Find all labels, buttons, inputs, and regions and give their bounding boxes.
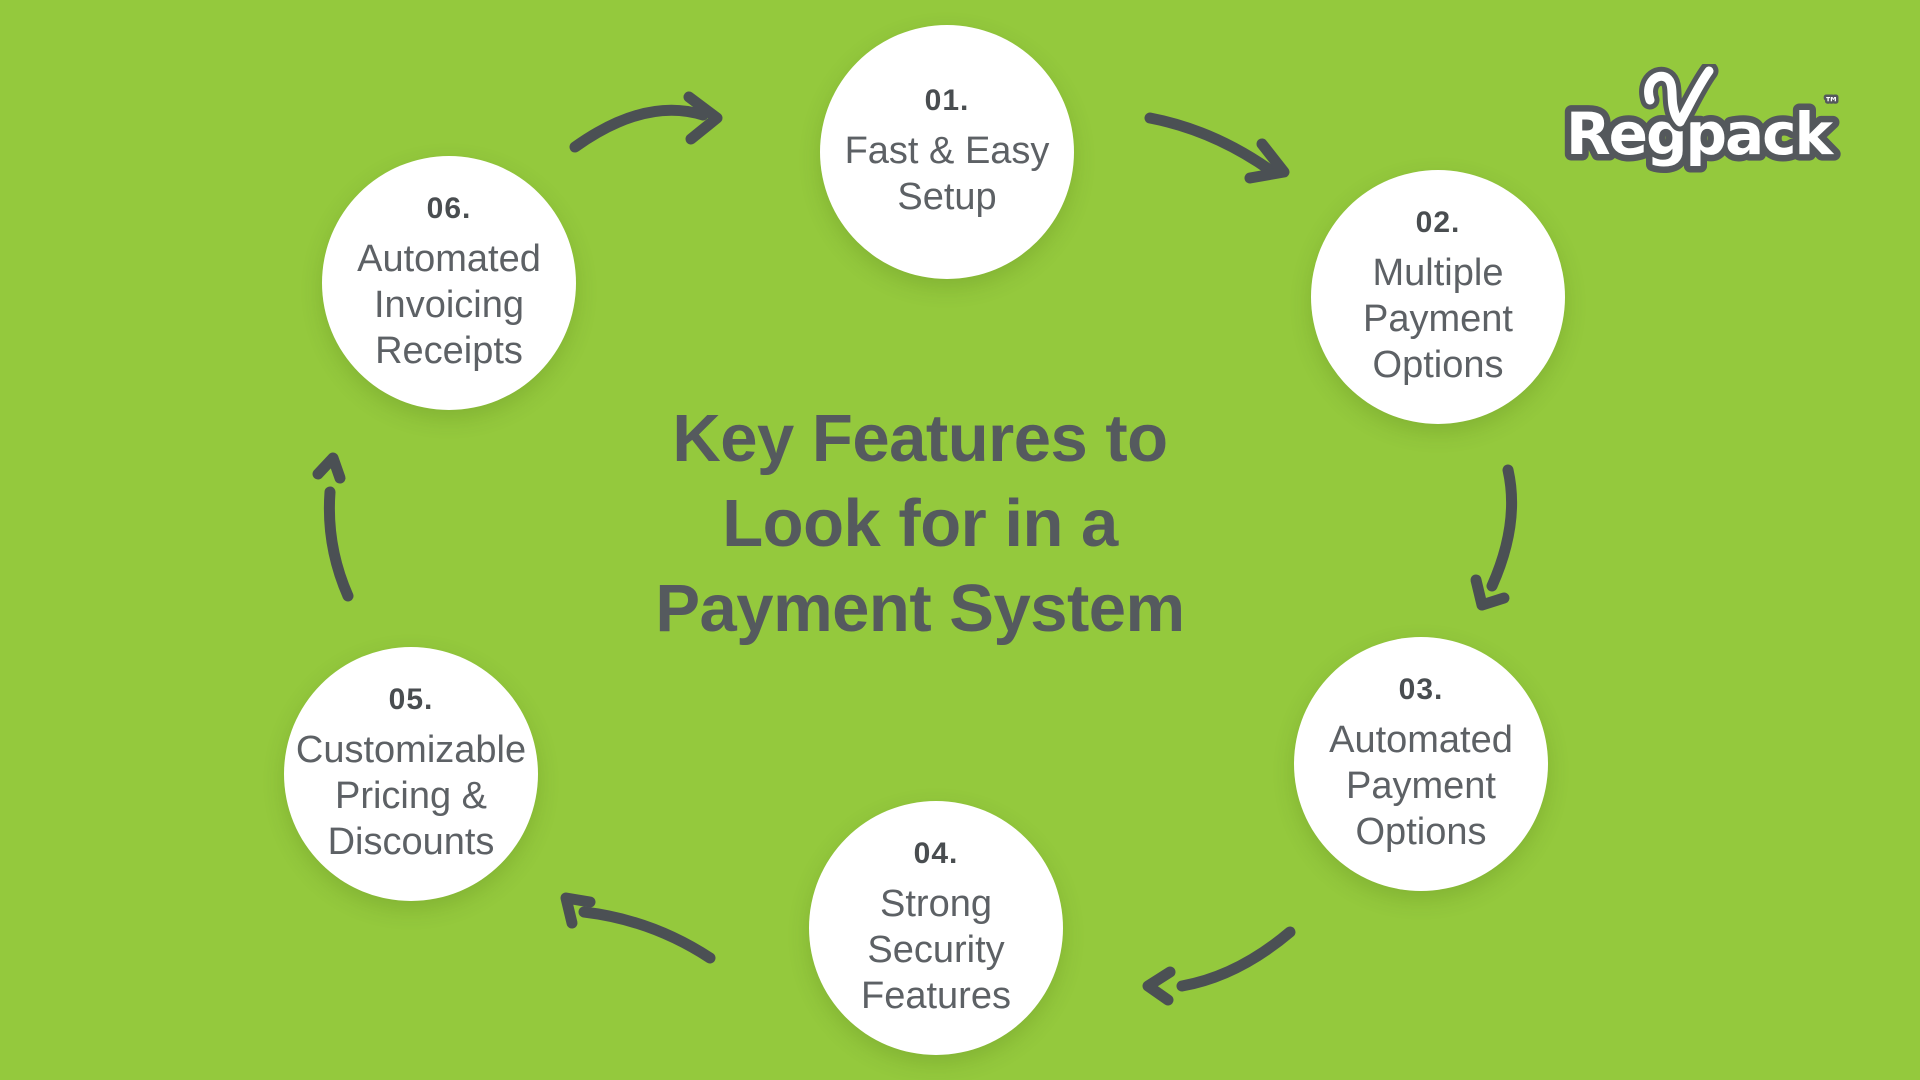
feature-label: Fast & Easy Setup xyxy=(844,130,1050,218)
feature-circle-5: 05. Customizable Pricing & Discounts xyxy=(284,647,538,901)
page-title-line: Key Features to xyxy=(672,401,1168,476)
page-title-line: Payment System xyxy=(655,571,1185,646)
curved-arrow-2-to-3-icon xyxy=(1470,464,1518,611)
feature-circle-4: 04. Strong Security Features xyxy=(809,801,1063,1055)
feature-label: Automated Invoicing Receipts xyxy=(357,238,541,372)
feature-circle-1: 01. Fast & Easy Setup xyxy=(820,25,1074,279)
feature-label: Multiple Payment Options xyxy=(1363,252,1513,386)
page-title-line: Look for in a xyxy=(722,486,1118,561)
curved-arrow-6-to-1-icon xyxy=(569,91,723,153)
feature-label: Automated Payment Options xyxy=(1329,719,1513,853)
check-icon xyxy=(1639,64,1719,132)
curved-arrow-1-to-2-icon xyxy=(1144,112,1290,184)
regpack-logo: Regpack ™ xyxy=(1562,64,1843,175)
feature-circle-6: 06. Automated Invoicing Receipts xyxy=(322,156,576,410)
curved-arrow-5-to-6-icon xyxy=(312,452,354,602)
page-title: Key Features to Look for in a Payment Sy… xyxy=(570,396,1270,651)
feature-number: 02. xyxy=(1415,206,1461,239)
feature-number: 06. xyxy=(426,192,472,225)
curved-arrow-4-to-5-icon xyxy=(560,892,716,964)
logo-trademark: ™ xyxy=(1824,94,1839,112)
feature-number: 05. xyxy=(388,683,434,716)
feature-label: Strong Security Features xyxy=(861,883,1011,1017)
feature-circle-3: 03. Automated Payment Options xyxy=(1294,637,1548,891)
curved-arrow-3-to-4-icon xyxy=(1142,926,1296,1006)
feature-number: 03. xyxy=(1398,673,1444,706)
logo-wordmark: Regpack xyxy=(1566,100,1835,168)
feature-number: 04. xyxy=(913,837,959,870)
feature-label: Customizable Pricing & Discounts xyxy=(295,729,527,863)
feature-number: 01. xyxy=(924,84,970,117)
feature-circle-2: 02. Multiple Payment Options xyxy=(1311,170,1565,424)
